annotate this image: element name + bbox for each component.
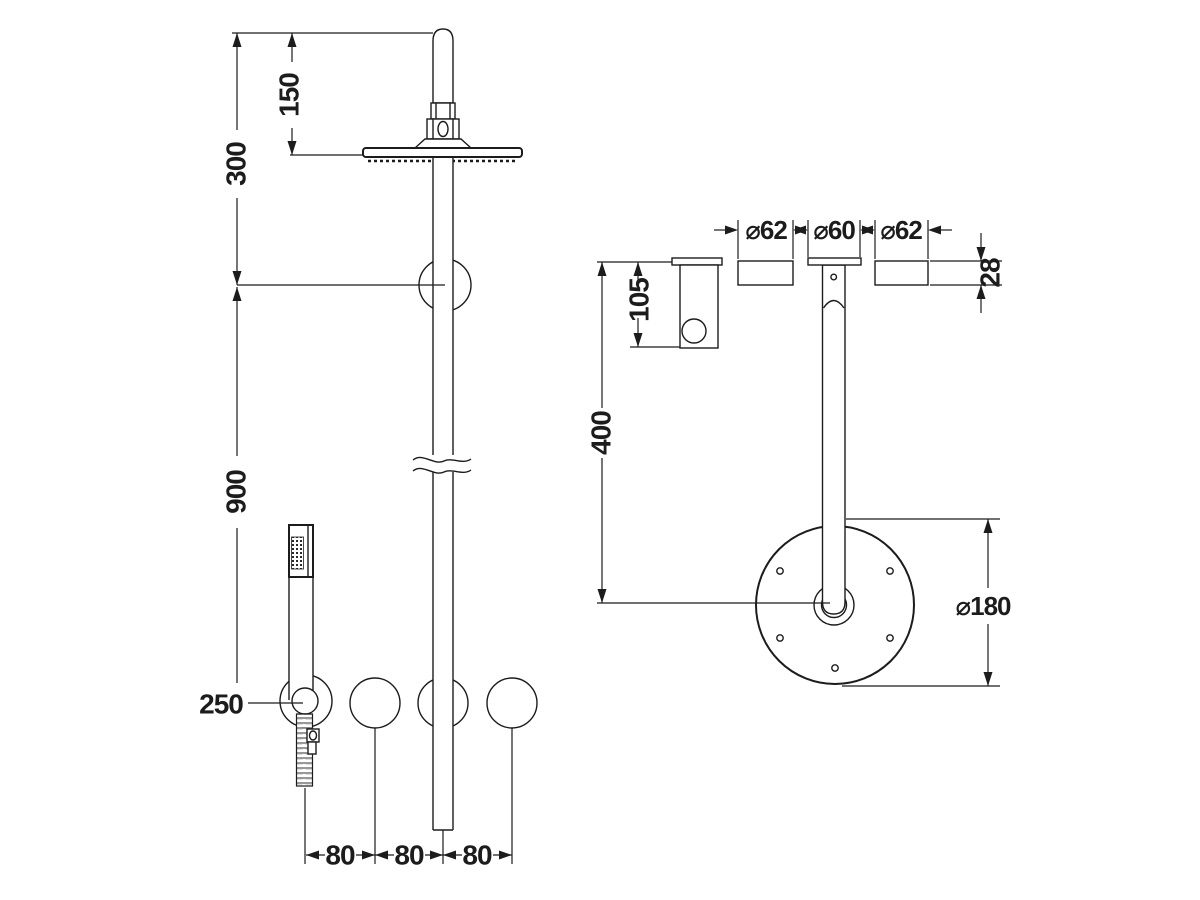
pipe-shoulder-dome	[822, 299, 845, 309]
hand-shower-handle	[289, 577, 313, 703]
dim-label-80b: 80	[394, 840, 424, 871]
shower-head-disc	[362, 147, 523, 158]
dimension-400: 400	[586, 262, 830, 604]
dim-label-900: 900	[221, 470, 252, 514]
dim-label-300: 300	[221, 142, 252, 186]
column-pipe-side	[821, 264, 846, 615]
arrowhead	[795, 225, 808, 235]
dimension-105: 105	[597, 261, 680, 348]
hose-clip-strap	[307, 741, 317, 755]
dimension-diameters-row: ⌀62 ⌀60 ⌀62	[714, 215, 952, 259]
dim-label-80c: 80	[462, 840, 492, 871]
dim-label-dia60: ⌀60	[813, 215, 855, 245]
dimension-250: 250	[199, 689, 303, 720]
arrowhead	[633, 262, 643, 276]
screw-hole	[886, 567, 894, 575]
nut-hole	[437, 120, 449, 138]
dimension-180: ⌀180	[842, 518, 1012, 687]
dimension-150: 150	[274, 33, 363, 156]
overhead-shower	[362, 28, 523, 158]
dimension-80-row: 80 80 80	[306, 840, 512, 871]
shower-column-pipe	[432, 158, 454, 831]
arrowhead	[976, 285, 986, 299]
dim-label-dia62-left: ⌀62	[745, 215, 787, 245]
arrowhead	[287, 33, 297, 47]
arrowhead	[287, 141, 297, 155]
arrowhead	[597, 589, 607, 603]
arrowhead	[306, 850, 319, 860]
dim-label-80a: 80	[325, 840, 355, 871]
holder-ring-side	[681, 318, 707, 344]
dim-label-28: 28	[975, 258, 1006, 288]
knob-circle	[486, 677, 538, 729]
arrowhead	[443, 850, 456, 860]
arrowhead	[232, 287, 242, 301]
arrowhead	[983, 519, 993, 533]
arrowhead	[928, 225, 941, 235]
screw-hole	[886, 634, 894, 642]
arrowhead	[430, 850, 443, 860]
dim-label-dia62-right: ⌀62	[880, 215, 922, 245]
dimension-900: 900	[221, 287, 252, 683]
side-view: ⌀62 ⌀60 ⌀62 28	[586, 215, 1012, 687]
arrowhead	[983, 672, 993, 686]
arrowhead	[362, 850, 375, 860]
pipe-break-symbol	[412, 456, 472, 474]
arrowhead	[232, 33, 242, 47]
knob-side-left	[737, 260, 794, 286]
screw-hole	[776, 567, 784, 575]
screw-hole	[776, 634, 784, 642]
holder-inner-ring	[291, 687, 319, 715]
knob-circle	[349, 677, 401, 729]
arrowhead	[375, 850, 388, 860]
dim-label-105: 105	[624, 278, 655, 322]
dim-label-dia180: ⌀180	[955, 591, 1011, 621]
holder-flange	[671, 257, 723, 266]
set-screw-hole	[830, 273, 838, 281]
hand-shower-spray-face	[291, 536, 304, 570]
dim-label-150: 150	[274, 73, 305, 117]
head-neck	[413, 138, 473, 149]
pipe-top-cap	[432, 28, 454, 104]
connector	[430, 102, 456, 120]
arrowhead	[725, 225, 738, 235]
column-escutcheon	[807, 257, 862, 266]
arrowhead	[597, 262, 607, 276]
arrowhead	[232, 271, 242, 285]
dimension-28: 28	[930, 233, 1006, 313]
dim-label-400: 400	[586, 411, 617, 455]
dimension-300: 300	[221, 33, 445, 286]
front-view: 150 300 900 250 80	[199, 28, 538, 871]
plate-screw-holes	[776, 567, 894, 672]
knob-side-right	[874, 260, 929, 286]
arrowhead	[862, 225, 875, 235]
extension-lines	[304, 728, 513, 864]
hand-shower-group	[279, 524, 333, 787]
arrowhead	[976, 247, 986, 261]
arrowhead	[633, 333, 643, 347]
screw-hole	[831, 664, 839, 672]
arrowhead	[499, 850, 512, 860]
holder-side-view	[671, 257, 723, 349]
dim-label-250: 250	[199, 689, 243, 720]
pipe-side-body	[821, 264, 846, 615]
pipe-body-upper	[433, 158, 453, 455]
pipe-body-lower	[433, 472, 453, 830]
